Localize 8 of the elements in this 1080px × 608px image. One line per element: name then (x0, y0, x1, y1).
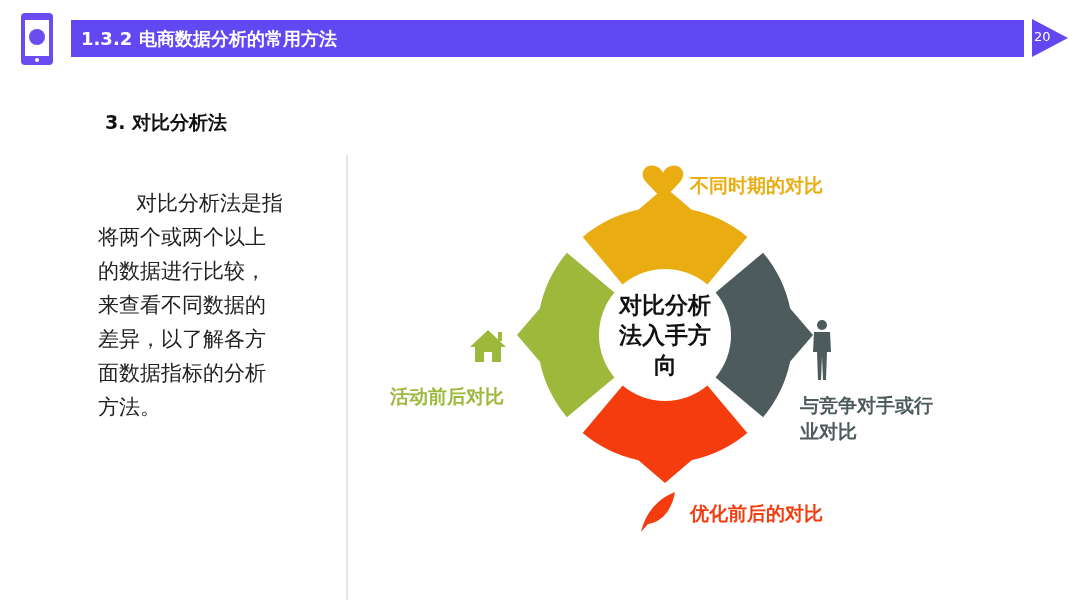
title-bar: 1.3.2 电商数据分析的常用方法 (71, 20, 1024, 57)
segment-label: 优化前后的对比 (690, 501, 823, 526)
section-heading: 3. 对比分析法 (105, 110, 228, 135)
segment-label: 不同时期的对比 (690, 173, 823, 198)
segment-label: 与竞争对手或行业对比 (800, 393, 934, 444)
segment-label: 活动前后对比 (390, 384, 504, 409)
body-paragraph: 对比分析法是指将两个或两个以上的数据进行比较，来查看不同数据的差异，以了解各方面数据指标的分析方法。 (98, 190, 284, 421)
page-number: 20 (1034, 29, 1051, 44)
